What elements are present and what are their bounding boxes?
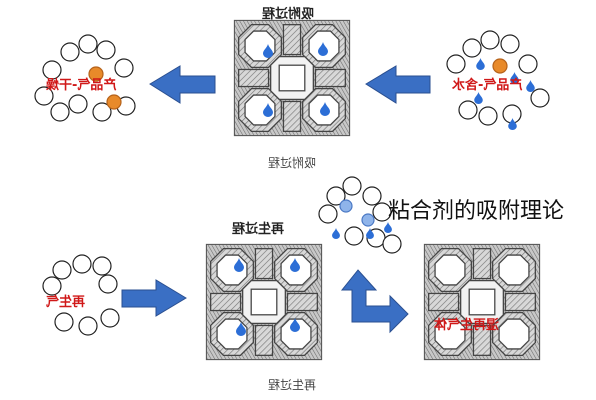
zeolite-regeneration-right [423,243,541,361]
label-wet-regeneration-gas: 湿再生气体 [434,318,500,333]
dry-gas-molecules [34,34,136,122]
label-wet-product-gas: 产品气-含水 [452,78,523,93]
arrow-regen-l [340,269,409,334]
label-dry-product-gas: 产品气-干燥 [46,78,117,93]
desorbed-molecules [318,176,402,254]
arrow-left-top [149,65,216,104]
arrow-left-top-right [365,65,431,104]
overlay-title: 粘合剂的吸附理论 [388,199,565,224]
zeolite-regeneration-left [205,243,323,361]
label-regeneration-gas: 再生气 [46,295,86,310]
wet-gas-molecules [446,30,550,126]
regen-gas-molecules [42,254,120,336]
zeolite-adsorption [233,19,351,137]
arrow-right-bottom [121,279,187,317]
